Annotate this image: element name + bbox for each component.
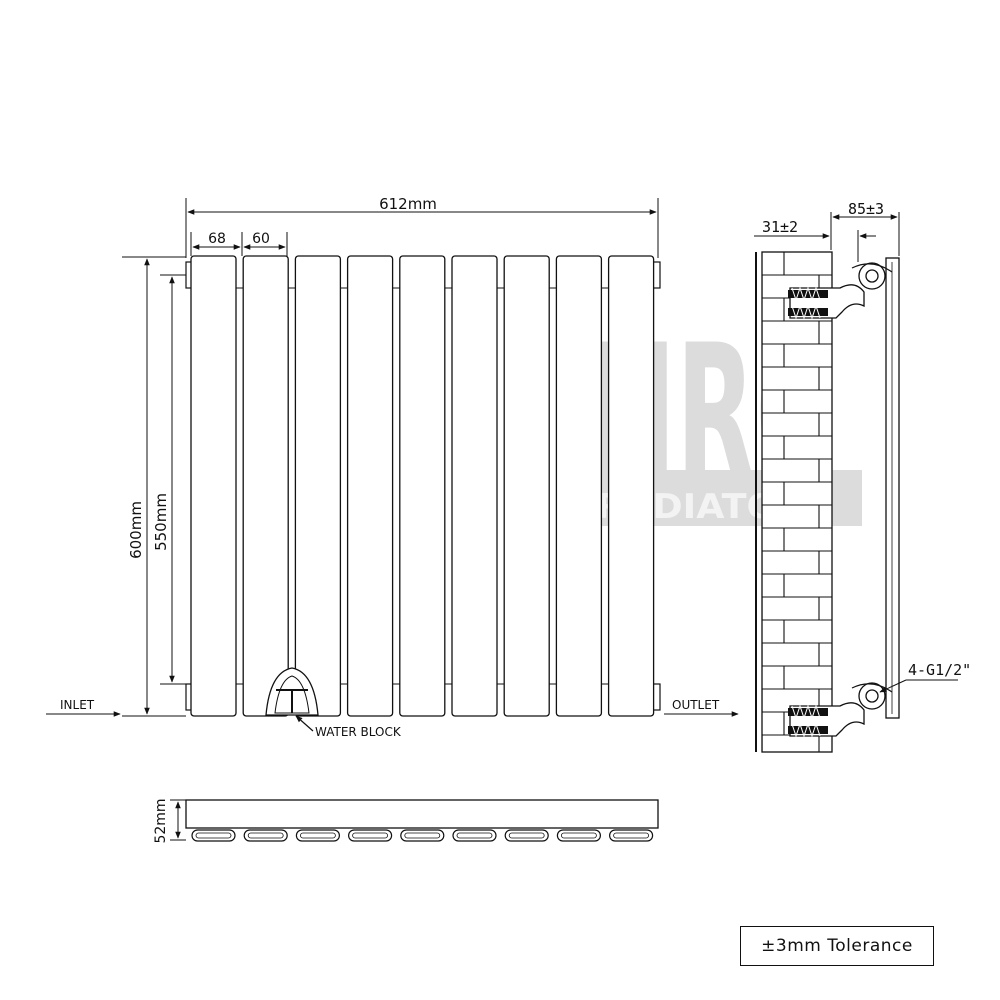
radiator-panel [399, 255, 446, 717]
tube-cross-section [295, 829, 340, 842]
radiator-panel [555, 255, 603, 717]
tube-inner [352, 832, 389, 839]
connection-label: 4-G1/2" [908, 661, 971, 679]
radiator-panel [242, 255, 289, 717]
side-view: 85±3 31±2 4-G1/2" [754, 200, 971, 753]
radiator-panel [503, 255, 550, 717]
radiator-panel [294, 255, 342, 717]
radiator-panel [451, 255, 498, 717]
top-depth-label: 52mm [153, 798, 169, 843]
width-label: 612mm [379, 195, 437, 213]
tube-cross-section [556, 829, 602, 842]
water-block-leader [295, 715, 314, 732]
tolerance-label: ±3mm Tolerance [761, 936, 913, 956]
tube-cross-section [608, 829, 654, 842]
tube-inner [613, 832, 649, 839]
gap-label: 60 [252, 231, 270, 247]
top-wall-plugs [788, 286, 828, 320]
water-block [265, 667, 319, 716]
tube-cross-section [348, 829, 393, 842]
top-view-tubes [191, 829, 654, 842]
height-label: 600mm [127, 501, 145, 559]
radiator-panels [190, 255, 655, 717]
tube-cross-section [504, 829, 549, 842]
outlet-label: OUTLET [672, 698, 720, 712]
radiator-panel [607, 255, 655, 717]
centres-label: 550mm [152, 493, 170, 551]
tube-inner [456, 832, 493, 839]
brick-wall [761, 251, 833, 753]
top-view: 52mm [153, 798, 659, 844]
tube-cross-section [400, 829, 445, 842]
tube-inner [508, 832, 545, 839]
wall-gap-label: 31±2 [762, 218, 798, 236]
tube-inner [247, 832, 284, 839]
tube-inner [404, 832, 441, 839]
tube-inner [195, 832, 232, 839]
connection-leader-arrow [879, 679, 907, 693]
bottom-wall-plugs [788, 704, 828, 738]
radiator-panel [190, 255, 237, 717]
tolerance-box: ±3mm Tolerance [740, 926, 934, 966]
radiator-side-profile [885, 257, 900, 719]
tube-inner [561, 832, 597, 839]
side-depth-label: 85±3 [848, 200, 884, 218]
top-view-body [185, 799, 659, 829]
tube-cross-section [243, 829, 288, 842]
inlet-label: INLET [60, 698, 95, 712]
water-block-label: WATER BLOCK [315, 725, 402, 739]
tube-cross-section [191, 829, 236, 842]
panel-width-label: 68 [208, 231, 226, 247]
radiator-panel [346, 255, 394, 717]
tube-cross-section [452, 829, 497, 842]
front-view: WATER BLOCK 612mm 68 60 600mm 550mm INLE… [46, 195, 739, 739]
tube-inner [299, 832, 336, 839]
